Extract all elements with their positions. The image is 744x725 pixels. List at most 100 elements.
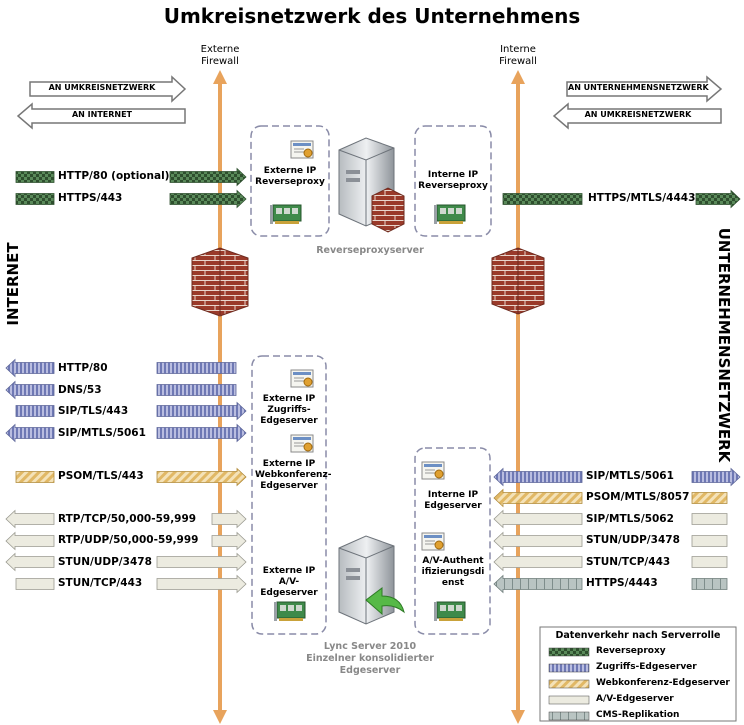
- protocol-label: HTTPS/443: [58, 192, 123, 204]
- protocol-label: DNS/53: [58, 384, 102, 396]
- av-edge-external-ip: Externe IP A/V-Edgeserver: [260, 566, 318, 598]
- protocol-label: RTP/UDP/50,000-59,999: [58, 534, 199, 546]
- legend-item-access-edge: Zugriffs-Edgeserver: [596, 662, 697, 672]
- traffic-arrow: [169, 189, 247, 209]
- traffic-arrow: [5, 358, 55, 378]
- legend-swatch-reverse-proxy: [548, 647, 590, 657]
- server-boxes: [250, 125, 492, 635]
- network-card-icon: [269, 204, 302, 225]
- av-authentication-service: A/V-Authentifizierungsdienst: [421, 556, 485, 588]
- certificate-icon: [290, 140, 314, 159]
- traffic-arrow: [5, 531, 55, 551]
- legend-item-webconf-edge: Webkonferenz-Edgeserver: [596, 678, 730, 688]
- traffic-arrow: [493, 509, 583, 529]
- protocol-label: STUN/TCP/443: [58, 577, 143, 589]
- internal-firewall-label: Interne Firewall: [473, 44, 563, 68]
- legend-title: Datenverkehr nach Serverrolle: [555, 630, 721, 641]
- internal-firewall-wall-icon: [491, 247, 545, 315]
- traffic-arrow: [695, 189, 741, 209]
- traffic-arrow: [211, 531, 247, 551]
- arrow-label-to-perimeter: AN UMKREISNETZWERK: [48, 83, 156, 92]
- traffic-arrow: [493, 552, 583, 572]
- reverse-proxy-external-ip: Externe IP Reverseproxy: [255, 166, 325, 187]
- protocol-label: HTTPS/MTLS/4443: [588, 192, 696, 204]
- protocol-label: SIP/MTLS/5061: [586, 470, 674, 482]
- traffic-bar: [15, 193, 55, 205]
- direction-arrows: [16, 75, 723, 130]
- protocol-label: SIP/MTLS/5062: [586, 513, 674, 525]
- network-card-icon: [273, 601, 306, 622]
- protocol-label: SIP/TLS/443: [58, 405, 129, 417]
- traffic-bar: [156, 384, 237, 396]
- certificate-icon: [421, 532, 445, 551]
- traffic-arrow: [5, 509, 55, 529]
- certificate-icon: [290, 434, 314, 453]
- network-card-icon: [433, 204, 466, 225]
- traffic-arrow: [493, 531, 583, 551]
- legend-item-cms: CMS-Replikation: [596, 710, 680, 720]
- traffic-arrow: [5, 552, 55, 572]
- traffic-flows: [5, 167, 741, 594]
- protocol-label: SIP/MTLS/5061: [58, 427, 146, 439]
- protocol-label: STUN/TCP/443: [586, 556, 671, 568]
- arrow-label-to-perimeter-right: AN UMKREISNETZWERK: [584, 110, 692, 119]
- side-label-corporate: UNTERNEHMENSNETZWERK: [715, 227, 733, 463]
- legend-item-av-edge: A/V-Edgeserver: [596, 694, 674, 704]
- legend-box: [539, 626, 737, 722]
- reverse-proxy-internal-ip: Interne IP Reverseproxy: [418, 170, 488, 191]
- protocol-label: RTP/TCP/50,000-59,999: [58, 513, 197, 525]
- traffic-arrow: [5, 423, 55, 443]
- traffic-bar: [15, 171, 55, 183]
- arrow-label-to-internet: AN INTERNET: [71, 110, 133, 119]
- reverse-proxy-caption: Reverseproxyserver: [316, 245, 424, 256]
- reverse-proxy-server-icon: [338, 137, 405, 233]
- webconf-edge-external-ip: Externe IP Webkonferenz-Edgeserver: [255, 459, 332, 491]
- traffic-bar: [502, 193, 583, 205]
- protocol-label: PSOM/MTLS/8057: [586, 491, 690, 503]
- edge-server-caption-line2: Einzelner konsolidierter Edgeserver: [306, 653, 434, 676]
- protocol-label: HTTPS/4443: [586, 577, 658, 589]
- traffic-bar: [691, 492, 728, 504]
- traffic-arrow: [691, 467, 741, 487]
- page-title: Umkreisnetzwerk des Unternehmens: [163, 4, 581, 28]
- legend-item-reverse-proxy: Reverseproxy: [596, 646, 666, 656]
- external-firewall-wall-icon: [191, 247, 249, 317]
- network-card-icon: [433, 601, 466, 622]
- traffic-arrow: [493, 488, 583, 508]
- traffic-arrow: [211, 509, 247, 529]
- access-edge-external-ip: Externe IP Zugriffs-Edgeserver: [260, 394, 318, 426]
- traffic-bar: [691, 513, 728, 525]
- traffic-arrow: [156, 552, 247, 572]
- traffic-bar: [691, 556, 728, 568]
- traffic-arrow: [156, 401, 247, 421]
- legend-swatch-webconf-edge: [548, 679, 590, 689]
- internal-firewall-label-line2: Firewall: [499, 56, 537, 67]
- traffic-arrow: [169, 167, 247, 187]
- arrow-label-to-corporate: AN UNTERNEHMENSNETZWERK: [568, 83, 709, 92]
- side-label-internet: INTERNET: [4, 242, 22, 326]
- traffic-bar: [15, 578, 55, 590]
- traffic-arrow: [493, 574, 583, 594]
- traffic-arrow: [156, 574, 247, 594]
- traffic-bar: [156, 362, 237, 374]
- external-firewall-label-line1: Externe: [200, 44, 240, 55]
- traffic-arrow: [156, 467, 247, 487]
- certificate-icon: [421, 461, 445, 480]
- protocol-label: STUN/UDP/3478: [58, 556, 152, 568]
- protocol-label: HTTP/80: [58, 362, 108, 374]
- traffic-bar: [15, 405, 55, 417]
- edge-server-caption: Lync Server 2010 Einzelner konsolidierte…: [290, 641, 450, 677]
- external-firewall-line: [213, 70, 227, 724]
- legend-swatch-av-edge: [548, 695, 590, 705]
- edge-server-caption-line1: Lync Server 2010: [323, 641, 417, 652]
- external-firewall-label-line2: Firewall: [201, 56, 239, 67]
- traffic-bar: [15, 471, 55, 483]
- external-firewall-label: Externe Firewall: [175, 44, 265, 68]
- edge-internal-ip: Interne IP Edgeserver: [424, 490, 482, 511]
- protocol-label: HTTP/80 (optional): [58, 170, 170, 182]
- traffic-bar: [691, 578, 728, 590]
- internal-firewall-label-line1: Interne: [500, 44, 536, 55]
- protocol-label: PSOM/TLS/443: [58, 470, 144, 482]
